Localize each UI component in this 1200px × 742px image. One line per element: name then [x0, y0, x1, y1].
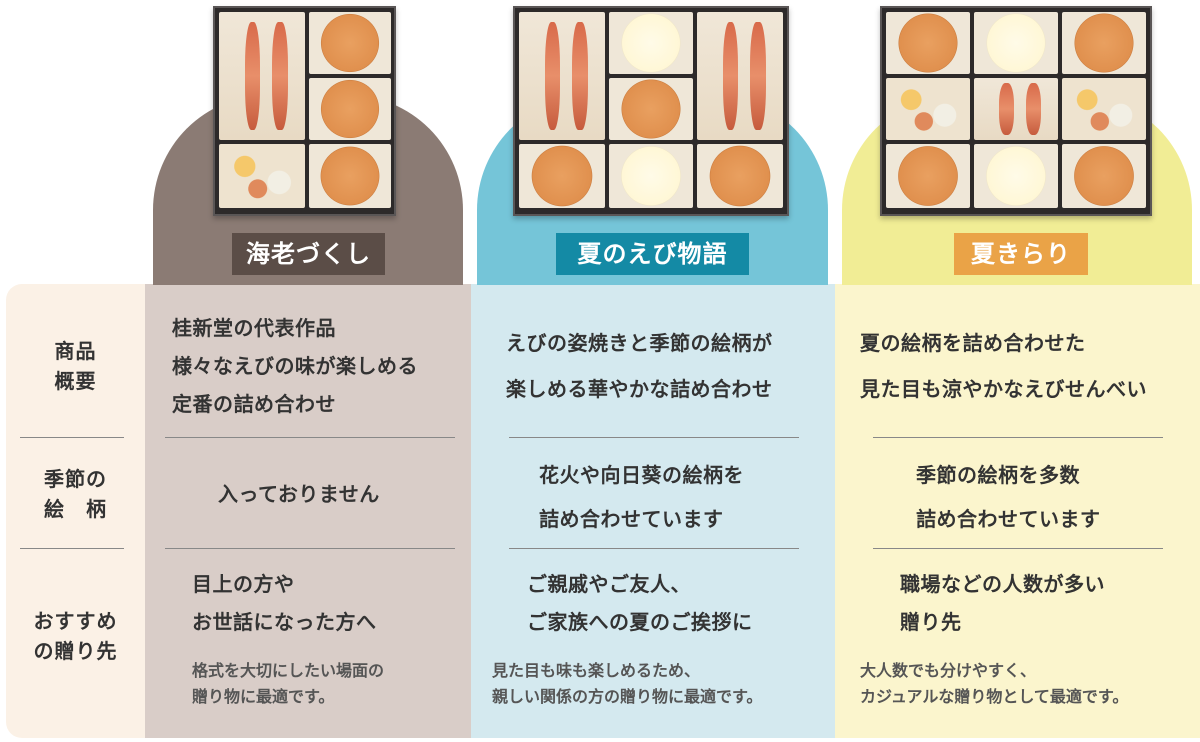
- note-line: 格式を大切にしたい場面の: [192, 661, 385, 680]
- note-line: 大人数でも分けやすく、: [860, 661, 1037, 680]
- product-1-recommend: 目上の方や お世話になった方へ: [192, 565, 377, 641]
- recommend-line: お世話になった方へ: [192, 610, 377, 634]
- cracker-pack: [609, 78, 693, 140]
- overview-line: えびの姿焼きと季節の絵柄が: [506, 331, 773, 355]
- product-3-recommend-note: 大人数でも分けやすく、 カジュアルな贈り物として最適です。: [860, 658, 1128, 710]
- cracker-pack: [886, 144, 970, 208]
- product-column-natsu-kirari: [835, 284, 1200, 738]
- row-label-pattern-line2: 絵 柄: [44, 497, 107, 521]
- overview-line: 桂新堂の代表作品: [172, 316, 336, 340]
- product-3-overview: 夏の絵柄を詰め合わせた 見た目も涼やかなえびせんべい: [860, 320, 1147, 412]
- product-title-2: 夏のえび物語: [556, 233, 749, 275]
- divider: [20, 437, 124, 438]
- row-label-overview: 商品 概要: [6, 336, 145, 396]
- product-column-kaebi-zukushi: [145, 284, 471, 738]
- note-line: 見た目も味も楽しめるため、: [492, 661, 701, 680]
- product-column-natsu-no-ebi-monogatari: [471, 284, 835, 738]
- pattern-line: 入っておりません: [218, 482, 380, 506]
- product-1-recommend-note: 格式を大切にしたい場面の 贈り物に最適です。: [192, 658, 384, 710]
- cracker-pack: [697, 144, 783, 208]
- product-2-pattern: 花火や向日葵の絵柄を 詰め合わせています: [539, 453, 744, 541]
- cracker-pack: [309, 78, 391, 140]
- product-3-pattern: 季節の絵柄を多数 詰め合わせています: [916, 453, 1101, 541]
- row-label-pattern: 季節の 絵 柄: [6, 464, 145, 524]
- product-1-overview: 桂新堂の代表作品 様々なえびの味が楽しめる 定番の詰め合わせ: [172, 309, 418, 423]
- cracker-pack: [1062, 12, 1146, 74]
- firework-cracker: [609, 12, 693, 74]
- recommend-line: ご家族への夏のご挨拶に: [527, 610, 753, 634]
- divider: [509, 437, 799, 438]
- overview-line: 楽しめる華やかな詰め合わせ: [506, 377, 773, 401]
- overview-line: 夏の絵柄を詰め合わせた: [860, 331, 1086, 355]
- product-2-recommend-note: 見た目も味も楽しめるため、 親しい関係の方の贈り物に最適です。: [492, 658, 762, 710]
- cracker-pack: [519, 144, 605, 208]
- overview-line: 定番の詰め合わせ: [172, 392, 336, 416]
- note-line: 贈り物に最適です。: [192, 687, 335, 706]
- shrimp-pack: [697, 12, 783, 140]
- cracker-pack: [309, 144, 391, 208]
- product-3-recommend: 職場などの人数が多い 贈り先: [900, 565, 1105, 641]
- note-line: 親しい関係の方の贈り物に最適です。: [492, 687, 763, 706]
- cracker-pack: [309, 12, 391, 74]
- row-label-column: [6, 284, 145, 738]
- assorted-pack: [1062, 78, 1146, 140]
- row-label-recommend: おすすめ の贈り先: [6, 606, 145, 666]
- row-label-overview-line1: 商品: [54, 339, 97, 363]
- shrimp-pack: [519, 12, 605, 140]
- recommend-line: 職場などの人数が多い: [900, 572, 1105, 596]
- assorted-pack: [219, 144, 305, 208]
- recommend-line: ご親戚やご友人、: [527, 572, 691, 596]
- divider: [873, 437, 1163, 438]
- overview-line: 様々なえびの味が楽しめる: [172, 354, 418, 378]
- product-title-1: 海老づくし: [232, 233, 385, 275]
- product-2-overview: えびの姿焼きと季節の絵柄が 楽しめる華やかな詰め合わせ: [506, 320, 773, 412]
- divider: [165, 437, 455, 438]
- product-image-natsu-no-ebi-monogatari: [513, 6, 789, 216]
- product-2-recommend: ご親戚やご友人、 ご家族への夏のご挨拶に: [527, 565, 753, 641]
- assorted-pack: [886, 78, 970, 140]
- recommend-line: 目上の方や: [192, 572, 295, 596]
- goldfish-cracker: [974, 144, 1058, 208]
- shrimp-pack: [974, 78, 1058, 140]
- note-line: カジュアルな贈り物として最適です。: [860, 687, 1129, 706]
- pattern-line: 季節の絵柄を多数: [916, 463, 1080, 487]
- recommend-line: 贈り先: [900, 610, 962, 634]
- divider: [165, 548, 455, 549]
- product-1-pattern: 入っておりません: [218, 475, 380, 513]
- row-label-pattern-line1: 季節の: [44, 467, 107, 491]
- divider: [509, 548, 799, 549]
- row-label-overview-line2: 概要: [54, 369, 97, 393]
- row-label-recommend-line2: の贈り先: [33, 639, 118, 663]
- cracker-pack: [886, 12, 970, 74]
- product-image-natsu-kirari: [880, 6, 1152, 216]
- product-title-3: 夏きらり: [954, 233, 1088, 275]
- pattern-line: 詰め合わせています: [539, 507, 724, 531]
- pattern-line: 花火や向日葵の絵柄を: [539, 463, 744, 487]
- cracker-pack: [1062, 144, 1146, 208]
- divider: [873, 548, 1163, 549]
- morning-glory-cracker: [974, 12, 1058, 74]
- pattern-line: 詰め合わせています: [916, 507, 1101, 531]
- row-label-recommend-line1: おすすめ: [33, 609, 118, 633]
- product-image-kaebi-zukushi: [213, 6, 396, 216]
- overview-line: 見た目も涼やかなえびせんべい: [860, 377, 1147, 401]
- sunflower-cracker: [609, 144, 693, 208]
- divider: [20, 548, 124, 549]
- shrimp-pack: [219, 12, 305, 140]
